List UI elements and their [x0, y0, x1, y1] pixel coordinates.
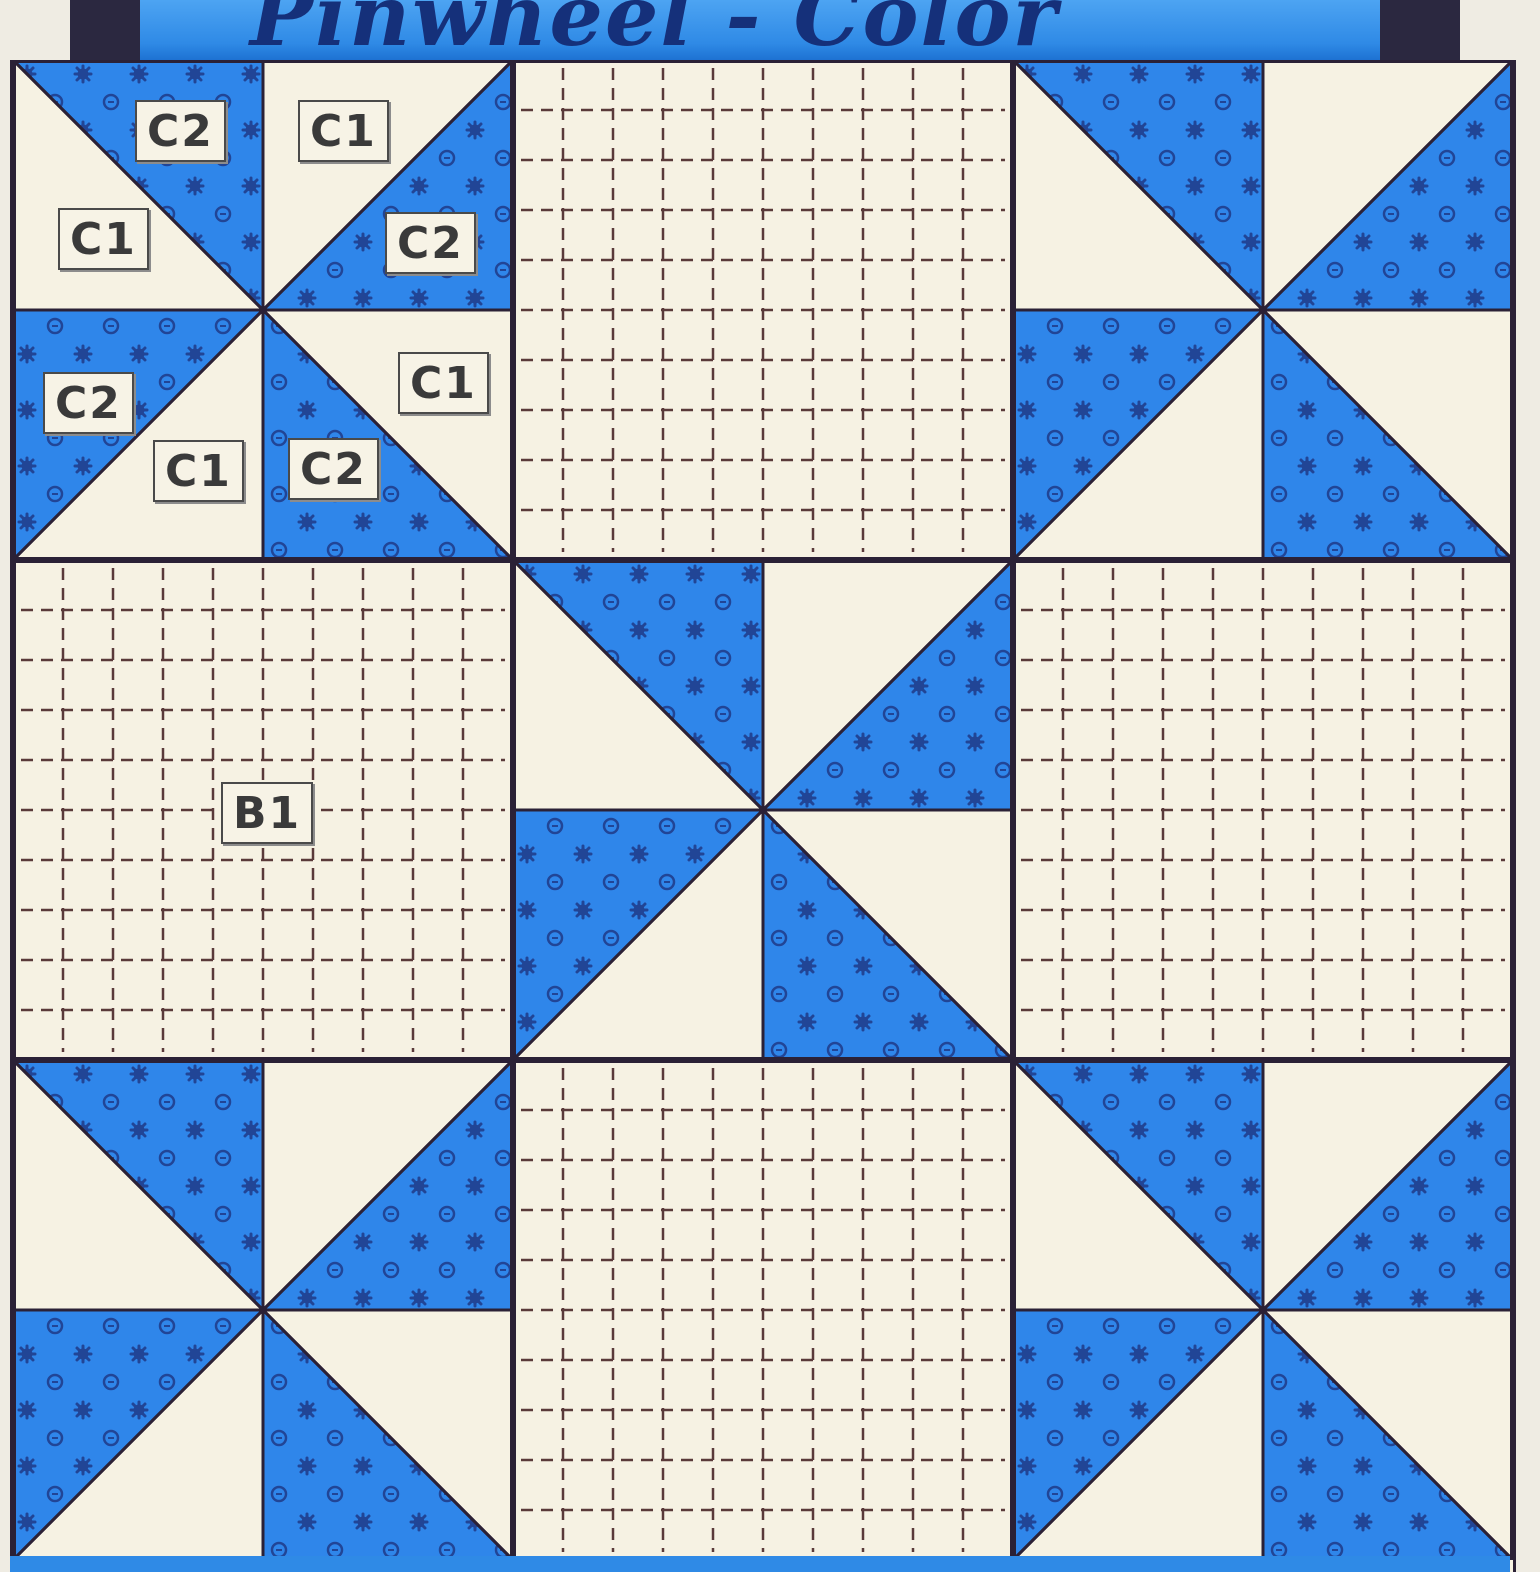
pinwheel-svg [513, 560, 1013, 1060]
seam-lines [1013, 60, 1513, 560]
pinwheel-block-bottom-left [13, 1060, 513, 1560]
seam-lines [513, 560, 1013, 1060]
piece-label-c1: C1 [398, 352, 489, 414]
plain-block-middle-right [1013, 560, 1513, 1060]
piece-label-c2: C2 [288, 438, 379, 500]
plain-block-svg [1013, 560, 1513, 1060]
piece-label-c1: C1 [58, 208, 149, 270]
piece-label-c2: C2 [135, 100, 226, 162]
pinwheel-svg [13, 1060, 513, 1560]
piece-label-b1: B1 [221, 782, 313, 844]
pinwheel-block-bottom-right [1013, 1060, 1513, 1560]
pinwheel-svg [13, 60, 513, 560]
banner-right-edge [1380, 0, 1460, 60]
seam-lines [1013, 1060, 1513, 1560]
quilt-diagram: C2 C1 C1 C2 C2 C1 C1 C2 B1 [10, 60, 1516, 1572]
piece-label-c2: C2 [385, 212, 476, 274]
pinwheel-svg [1013, 60, 1513, 560]
plain-block-top-center [513, 60, 1013, 560]
pinwheel-block-top-right [1013, 60, 1513, 560]
plain-block-bottom-center [513, 1060, 1013, 1560]
pinwheel-block-center [513, 560, 1013, 1060]
banner-left-edge [70, 0, 140, 60]
piece-label-c2: C2 [43, 372, 134, 434]
pinwheel-block-top-left [13, 60, 513, 560]
title-banner: Pinwheel - Color [70, 0, 1460, 65]
bottom-binding-strip [10, 1556, 1510, 1572]
plain-block-svg [513, 60, 1013, 560]
piece-label-c1: C1 [153, 440, 244, 502]
piece-label-c1: C1 [298, 100, 389, 162]
plain-block-svg [513, 1060, 1013, 1560]
seam-lines [13, 60, 513, 560]
seam-lines [13, 1060, 513, 1560]
pinwheel-svg [1013, 1060, 1513, 1560]
page-title: Pinwheel - Color [250, 0, 1059, 65]
